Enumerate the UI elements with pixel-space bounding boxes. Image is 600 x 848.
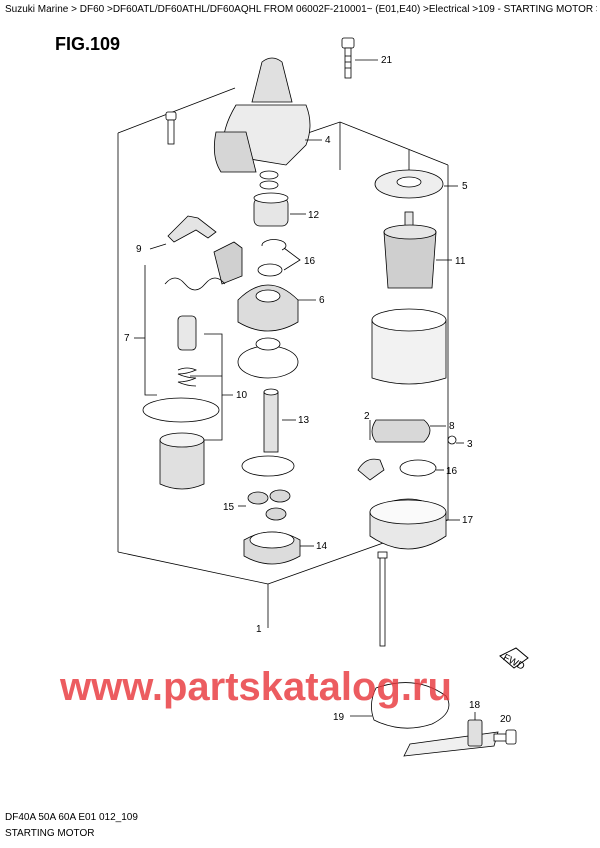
part-5-plate xyxy=(374,150,458,199)
part-6-front-housing xyxy=(237,284,316,332)
callout-21: 21 xyxy=(381,55,393,66)
callout-16b: 16 xyxy=(446,466,458,477)
callout-17: 17 xyxy=(462,515,474,526)
callout-2: 2 xyxy=(364,411,370,422)
part-18-clip xyxy=(467,712,483,747)
callout-12: 12 xyxy=(308,210,320,221)
part-17-rear-cover xyxy=(369,498,460,550)
part-20-bolt xyxy=(493,729,517,745)
callout-15: 15 xyxy=(223,502,235,513)
watermark: www.partskatalog.ru xyxy=(59,665,452,709)
callout-18: 18 xyxy=(469,700,481,711)
part-12-washers xyxy=(259,170,279,190)
assembly-frame xyxy=(117,87,449,628)
breadcrumb: Suzuki Marine > DF60 >DF60ATL/DF60ATHL/D… xyxy=(5,4,597,15)
part-15-planetary-gears xyxy=(238,489,291,521)
part-11-armature xyxy=(383,211,452,289)
callout-6: 6 xyxy=(319,295,325,306)
callout-19: 19 xyxy=(333,712,345,723)
part-13-pinion-shaft xyxy=(241,388,296,477)
callout-4: 4 xyxy=(325,135,331,146)
part-7-group xyxy=(134,241,243,490)
figure-title: FIG.109 xyxy=(55,34,121,54)
through-bolt xyxy=(377,551,388,647)
diagram-name: STARTING MOTOR xyxy=(5,828,95,839)
part-9-shift-lever xyxy=(149,215,217,250)
callout-5: 5 xyxy=(462,181,468,192)
callout-13: 13 xyxy=(298,415,310,426)
part-16-circlip-washer xyxy=(257,239,301,277)
gasket-plate xyxy=(237,337,299,379)
callout-7: 7 xyxy=(124,333,130,344)
diagram-code: DF40A 50A 60A E01 012_109 xyxy=(5,812,138,823)
callout-10: 10 xyxy=(236,390,248,401)
part-21-bolt xyxy=(341,37,378,79)
solenoid-bolt xyxy=(165,111,177,145)
callout-16a: 16 xyxy=(304,256,316,267)
callout-20: 20 xyxy=(500,714,512,725)
callout-3: 3 xyxy=(467,439,473,450)
callout-11: 11 xyxy=(455,256,466,267)
part-4-magnetic-switch xyxy=(213,57,322,173)
part-12-pinion xyxy=(253,192,306,227)
callout-9: 9 xyxy=(136,244,142,255)
brush-holder-assembly xyxy=(357,419,464,481)
callout-1: 1 xyxy=(256,624,262,635)
part-10-leader xyxy=(190,333,233,441)
part-8-yoke xyxy=(371,308,447,385)
fwd-arrow-icon xyxy=(499,647,529,669)
callout-8: 8 xyxy=(449,421,455,432)
callout-14: 14 xyxy=(316,541,328,552)
part-14-internal-gear xyxy=(243,531,314,565)
